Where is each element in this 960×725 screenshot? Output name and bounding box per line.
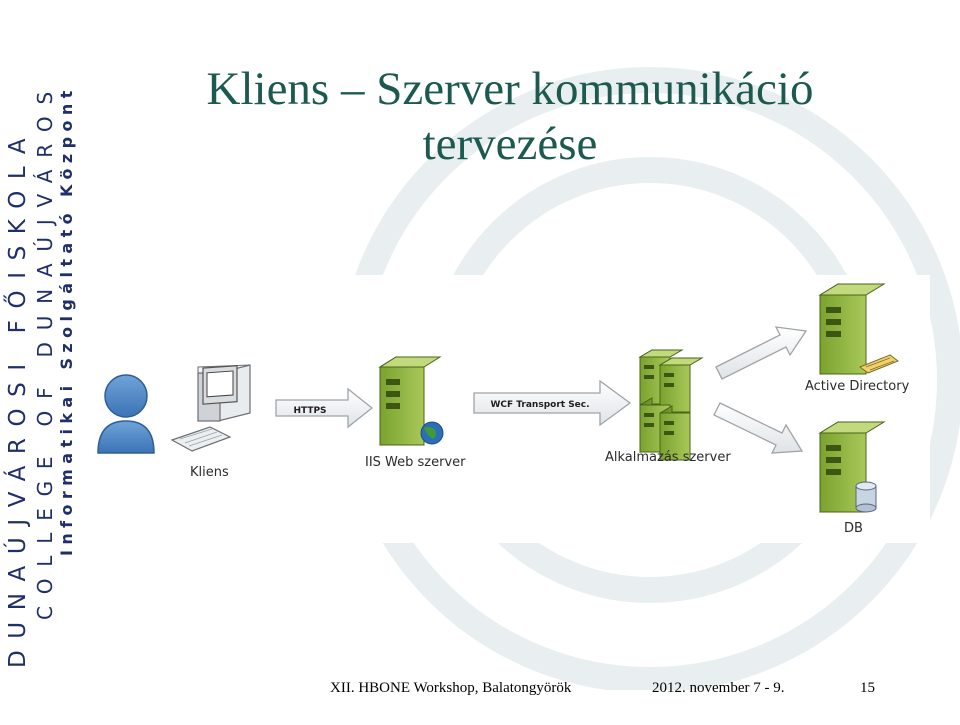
active-directory-server-icon xyxy=(818,283,900,375)
iis-server-label: IIS Web szerver xyxy=(365,455,466,470)
arrow-to-db xyxy=(713,402,804,454)
db-label: DB xyxy=(844,521,863,536)
wcf-arrow: WCF Transport Sec. xyxy=(473,379,632,427)
database-cylinder-icon xyxy=(855,481,877,513)
slide-title: Kliens – Szerver kommunikáció tervezése xyxy=(95,62,925,172)
directory-card-icon xyxy=(858,354,900,374)
institution-name: DUNAÚJVÁROSI FŐISKOLA xyxy=(5,126,31,668)
https-label: HTTPS xyxy=(293,406,326,416)
architecture-diagram: HTTPS WCF Transport Sec. xyxy=(90,275,930,543)
institution-name-english: COLLEGE OF DUNAÚJVÁROS xyxy=(33,80,57,620)
footer-date: 2012. november 7 - 9. xyxy=(652,680,785,696)
department-name: Informatikai Szolgáltató Központ xyxy=(57,85,76,556)
computer-icon xyxy=(170,364,251,452)
client-label: Kliens xyxy=(190,465,229,480)
footer-event: XII. HBONE Workshop, Balatongyörök xyxy=(330,680,572,696)
active-directory-label: Active Directory xyxy=(805,379,910,394)
application-server-icon xyxy=(638,349,704,461)
sidebar-branding: DUNAÚJVÁROSI FŐISKOLA COLLEGE OF DUNAÚJV… xyxy=(0,0,90,725)
application-server-label: Alkalmazás szerver xyxy=(605,450,731,465)
iis-server-icon xyxy=(378,356,444,446)
arrow-to-active-directory xyxy=(715,326,808,380)
db-server-icon xyxy=(818,421,886,513)
user-icon xyxy=(97,374,155,454)
https-arrow: HTTPS xyxy=(275,387,374,429)
page-number: 15 xyxy=(860,680,875,696)
wcf-label: WCF Transport Sec. xyxy=(490,400,589,410)
title-line-2: tervezése xyxy=(422,118,598,170)
title-line-1: Kliens – Szerver kommunikáció xyxy=(206,63,814,115)
diagram-canvas: HTTPS WCF Transport Sec. xyxy=(97,283,900,513)
